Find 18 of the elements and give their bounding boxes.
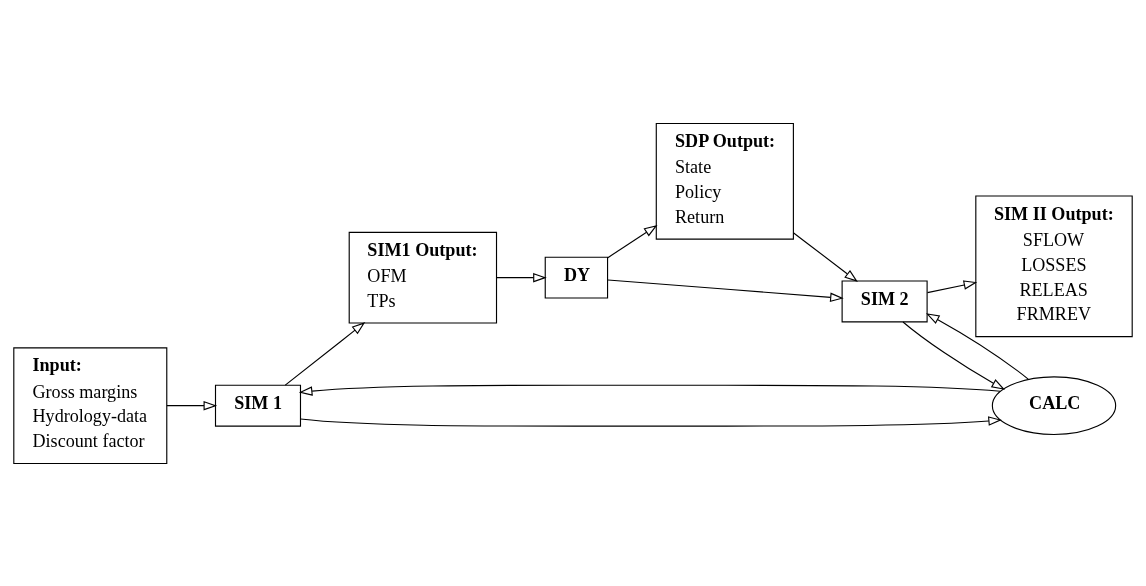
node-box: SIM II Output: SFLOW LOSSES RELEAS FRMREV: [975, 195, 1133, 337]
arrow: [607, 278, 844, 302]
arrow: [607, 224, 658, 258]
arrow: [793, 231, 858, 282]
node-box: SIM 1: [214, 384, 302, 427]
arrow: [166, 400, 218, 410]
node-box: SIM 2: [841, 279, 928, 322]
arrow: [926, 279, 978, 293]
node-box: DY: [544, 256, 609, 299]
node-box: Input: Gross margins Hydrology-data Discount factor: [13, 346, 168, 464]
arrow: [298, 384, 1001, 396]
arrow: [284, 321, 366, 386]
arrow: [495, 272, 547, 282]
arrow: [902, 320, 1006, 390]
node-box: SIM1 Output: OFM TPs: [348, 231, 498, 324]
arrow: [925, 312, 1029, 380]
arrow: [300, 415, 1002, 427]
node-box: SDP Output: State Policy Return: [655, 122, 794, 240]
